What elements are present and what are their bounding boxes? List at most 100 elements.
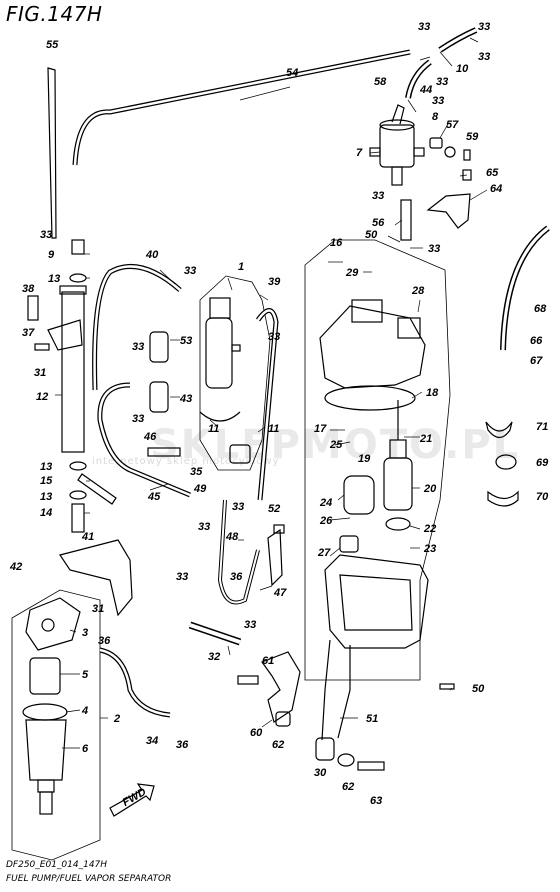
washer-62	[337, 753, 355, 767]
vapor-filter-7	[369, 104, 425, 186]
clamp-11	[199, 411, 241, 422]
callout-52: 52	[268, 503, 280, 515]
fitting-43	[149, 381, 169, 413]
callout-34: 34	[146, 735, 158, 747]
callout-25: 25	[329, 439, 343, 451]
separator-cover	[319, 299, 426, 389]
fuel-pump-1	[205, 297, 241, 389]
fitting-53	[149, 331, 169, 363]
callout-20: 20	[423, 483, 437, 495]
gasket-18	[324, 385, 416, 411]
callout-4: 4	[81, 705, 88, 717]
callout-33: 33	[478, 21, 490, 33]
callout-31: 31	[92, 603, 104, 615]
fwd-arrow-icon: FWD	[109, 783, 155, 817]
callout-70: 70	[536, 491, 549, 503]
callout-64: 64	[490, 183, 502, 195]
callout-41: 41	[81, 531, 94, 543]
callout-50: 50	[365, 229, 378, 241]
bracket-41	[59, 539, 133, 617]
figure-name: FUEL PUMP/FUEL VAPOR SEPARATOR	[6, 874, 172, 884]
bracket-37	[47, 319, 83, 351]
callout-35: 35	[190, 466, 203, 478]
callout-26: 26	[319, 515, 333, 527]
pipe-12	[61, 291, 85, 453]
callout-33: 33	[478, 51, 490, 63]
pump-frame-1	[199, 275, 271, 471]
hose-34	[99, 647, 171, 718]
callout-33: 33	[244, 619, 256, 631]
callout-23: 23	[423, 543, 436, 555]
damper-30	[315, 737, 335, 761]
callout-33: 33	[184, 265, 196, 277]
callout-29: 29	[345, 267, 359, 279]
callout-36: 36	[230, 571, 243, 583]
callout-38: 38	[22, 283, 35, 295]
callout-15: 15	[40, 475, 53, 487]
callout-12: 12	[36, 391, 48, 403]
callout-68: 68	[534, 303, 547, 315]
callout-67: 67	[530, 355, 543, 367]
callout-13: 13	[40, 461, 52, 473]
tie-55	[47, 67, 57, 239]
callout-50b: 50	[472, 683, 485, 695]
callout-9: 9	[48, 249, 55, 261]
filter-element-5	[29, 657, 61, 695]
callout-65: 65	[486, 167, 499, 179]
callout-33: 33	[428, 243, 440, 255]
callout-60: 60	[250, 727, 263, 739]
separator-frame-16	[304, 239, 451, 681]
callout-62: 62	[272, 739, 284, 751]
callout-33: 33	[432, 95, 444, 107]
bracket-47	[267, 528, 283, 587]
callout-28: 28	[411, 285, 425, 297]
callout-17: 17	[314, 423, 327, 435]
callout-33: 33	[372, 190, 384, 202]
callout-6: 6	[82, 743, 89, 755]
callout-53: 53	[180, 335, 192, 347]
callout-22: 22	[423, 523, 436, 535]
screw-59	[463, 149, 471, 161]
callout-14: 14	[40, 507, 52, 519]
callout-36: 36	[98, 635, 111, 647]
callout-58: 58	[374, 76, 387, 88]
grommet-8	[429, 137, 443, 149]
callout-45: 45	[147, 491, 161, 503]
screw-50	[439, 683, 455, 690]
float-19	[343, 475, 375, 515]
callout-10: 10	[456, 63, 469, 75]
callout-33: 33	[40, 229, 52, 241]
callout-33: 33	[176, 571, 188, 583]
callout-51: 51	[366, 713, 378, 725]
callout-46: 46	[143, 431, 157, 443]
callout-56: 56	[372, 217, 385, 229]
washer-57	[444, 146, 456, 158]
callout-18: 18	[426, 387, 439, 399]
callout-11: 11	[208, 423, 219, 435]
callout-66: 66	[530, 335, 543, 347]
callout-11: 11	[268, 423, 279, 435]
washer-13c	[69, 461, 87, 471]
bolt-46	[147, 447, 181, 457]
callout-47: 47	[273, 587, 287, 599]
washer-13b	[69, 490, 87, 500]
callout-33: 33	[132, 413, 144, 425]
figure-code: DF250_E01_014_147H	[6, 860, 108, 870]
callout-69: 69	[536, 457, 549, 469]
pipe-15	[77, 473, 117, 505]
bolt-61	[237, 675, 259, 685]
o-ring-4	[22, 703, 68, 721]
callout-33: 33	[436, 76, 448, 88]
callout-63: 63	[370, 795, 382, 807]
spacer-62	[275, 711, 291, 727]
hose-51	[321, 639, 331, 741]
pipe-56	[400, 199, 412, 241]
callout-33: 33	[268, 331, 280, 343]
callout-31: 31	[34, 367, 46, 379]
filter-head-3	[25, 597, 81, 651]
bolt-14	[71, 503, 85, 533]
callout-5: 5	[82, 669, 89, 681]
screw-65	[462, 169, 472, 181]
callout-44: 44	[419, 84, 432, 96]
